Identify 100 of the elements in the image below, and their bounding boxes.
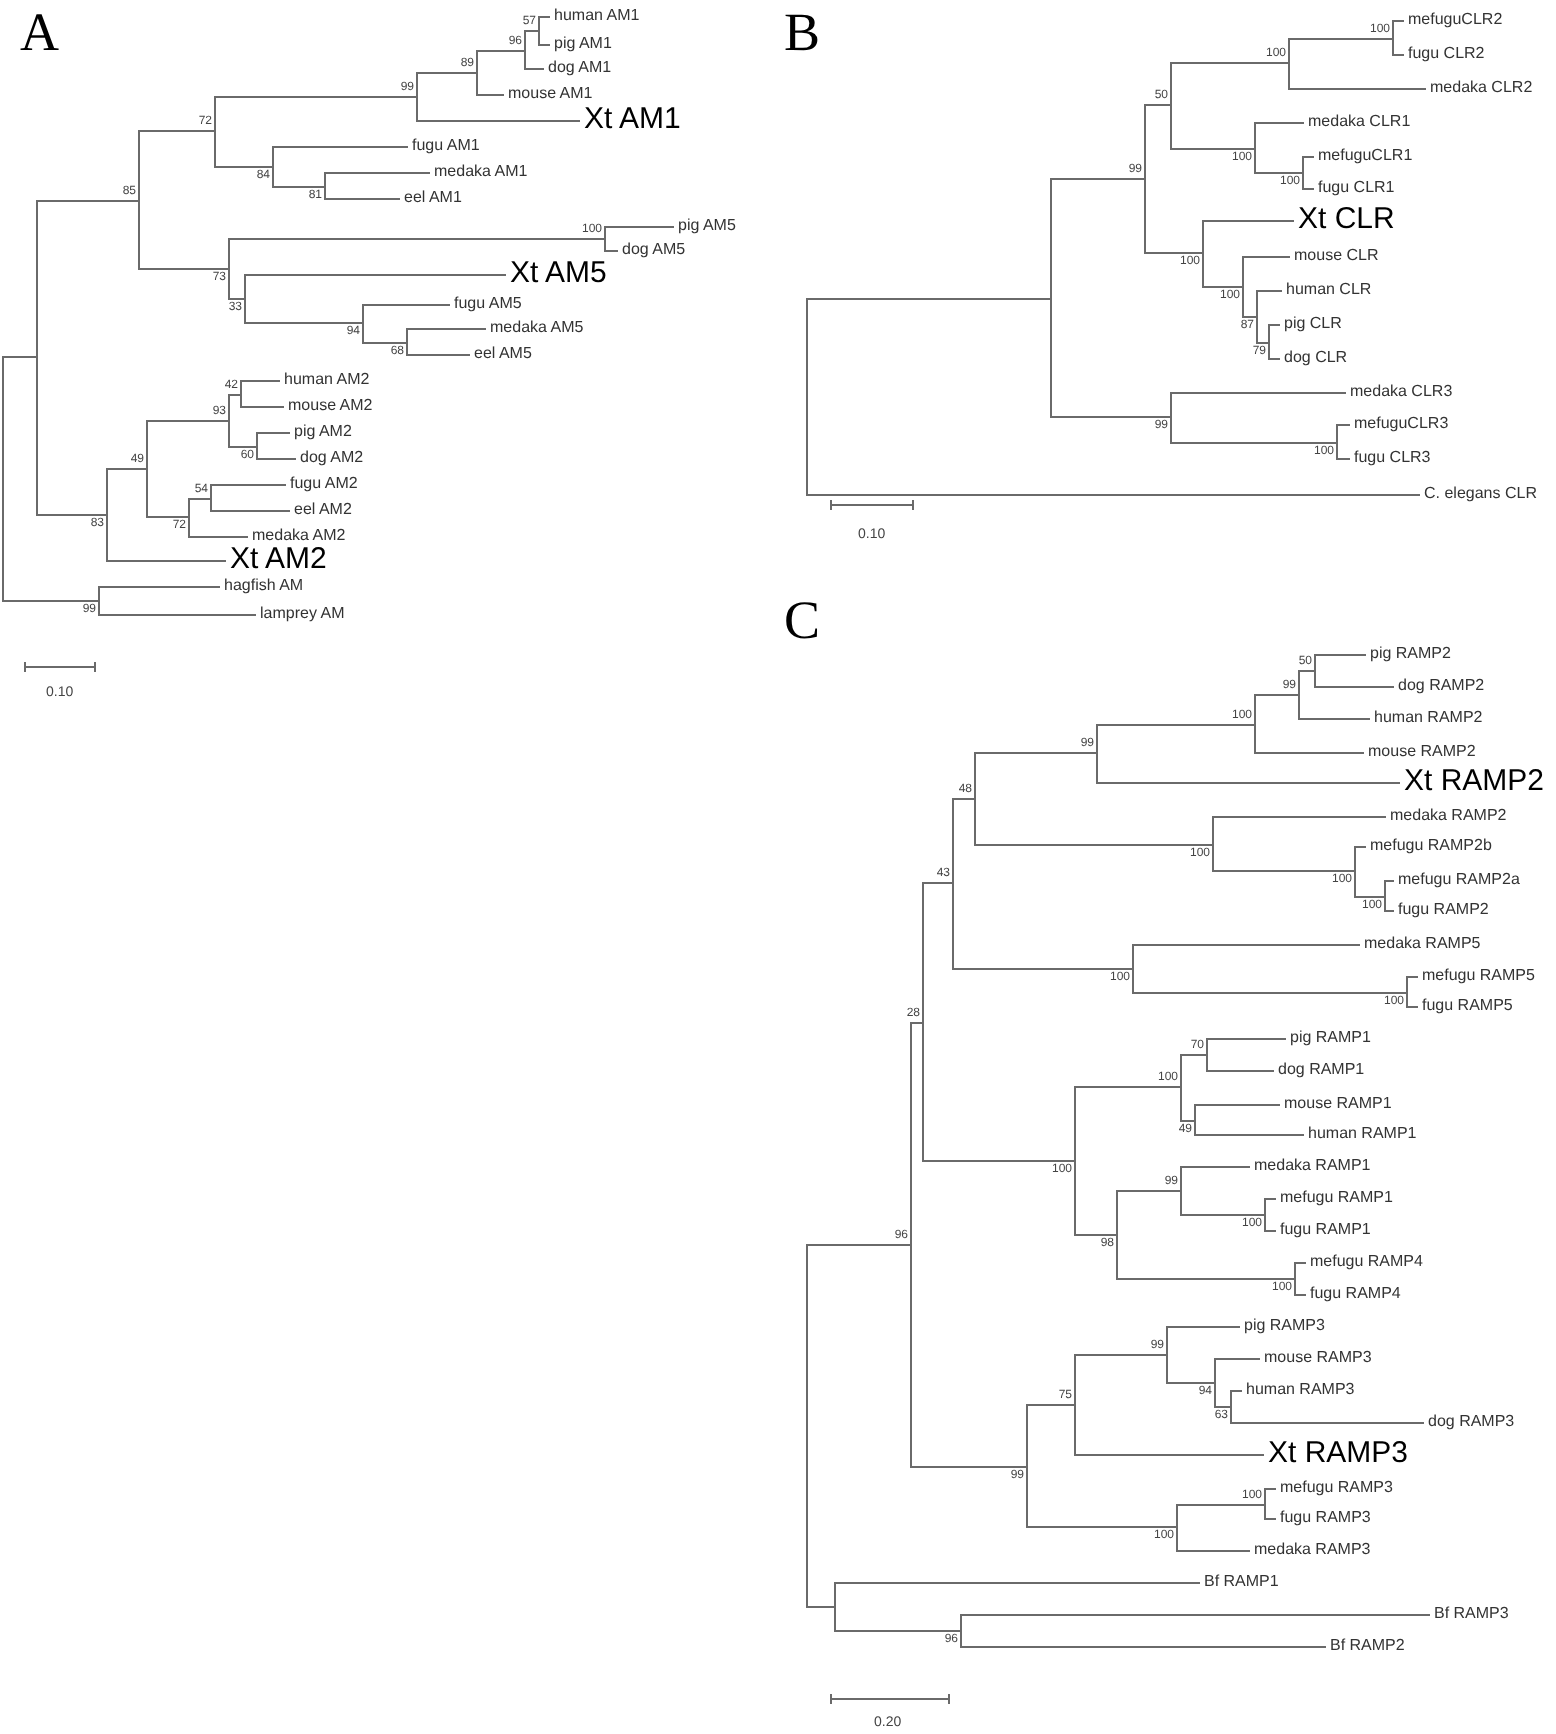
branch-line [363,342,407,344]
branch-line [211,484,287,486]
branch-split-line [1074,1086,1076,1236]
branch-line [1385,880,1395,882]
branch-line [1407,976,1419,978]
branch-split-line [1194,1104,1196,1136]
branch-line [835,1582,1201,1584]
taxon-label: Xt RAMP2 [1400,766,1545,798]
branch-line [1295,1262,1307,1264]
branch-line [1075,1354,1167,1356]
branch-line [605,226,675,228]
branch-line [1289,38,1393,40]
branch-line [3,356,37,358]
branch-line [257,432,291,434]
branch-line [147,420,229,422]
taxon-label: fugu AM5 [450,294,522,314]
taxon-label: fugu RAMP5 [1418,996,1513,1016]
branch-line [1255,752,1365,754]
branch-line [1177,1550,1251,1552]
panel-letter: B [784,4,821,60]
branch-line [1393,54,1405,56]
branch-line [1231,1390,1243,1392]
taxon-label: human RAMP3 [1242,1380,1355,1400]
branch-line [1393,20,1405,22]
branch-split-line [2,356,4,602]
branch-line [273,146,409,148]
branch-split-line [1264,1198,1266,1232]
branch-line [807,494,1421,496]
branch-split-line [416,72,418,122]
branch-line [1181,1166,1251,1168]
branch-split-line [1176,1504,1178,1552]
branch-split-line [476,50,478,96]
branch-line [417,72,477,74]
branch-split-line [806,1244,808,1608]
taxon-label: human RAMP1 [1304,1124,1417,1144]
branch-line [1075,1454,1265,1456]
branch-line [229,298,245,300]
taxon-label: pig AM1 [550,34,612,54]
branch-split-line [1288,38,1290,90]
taxon-label: mouse AM2 [284,396,373,416]
branch-split-line [1132,944,1134,994]
branch-split-line [1074,1354,1076,1456]
branch-line [1215,1406,1231,1408]
branch-line [477,50,525,52]
taxon-label: mouse RAMP3 [1260,1348,1372,1368]
branch-split-line [1212,816,1214,872]
taxon-label: Xt AM5 [506,258,607,290]
branch-line [407,354,471,356]
branch-line [241,380,281,382]
branch-split-line [834,1582,836,1632]
branch-line [911,1466,1027,1468]
taxon-label: Bf RAMP3 [1430,1604,1509,1624]
taxon-label: fugu RAMP3 [1276,1508,1371,1528]
branch-line [1097,724,1255,726]
branch-line [245,274,507,276]
branch-split-line [1026,1404,1028,1528]
taxon-label: mefugu RAMP4 [1306,1252,1423,1272]
taxon-label: mefuguCLR2 [1404,10,1503,30]
branch-line [1289,88,1427,90]
taxon-label: medaka CLR3 [1346,382,1453,402]
branch-split-line [538,16,540,46]
branch-split-line [228,238,230,300]
branch-line [1265,1230,1277,1232]
taxon-label: fugu AM1 [408,136,480,156]
branch-line [37,200,139,202]
taxon-label: Bf RAMP2 [1326,1636,1405,1656]
taxon-label: fugu RAMP1 [1276,1220,1371,1240]
branch-line [1269,358,1281,360]
branch-split-line [1116,1190,1118,1280]
branch-split-line [138,130,140,270]
branch-line [1215,1358,1261,1360]
taxon-label: mouse AM1 [504,84,593,104]
branch-split-line [1268,324,1270,360]
taxon-label: medaka RAMP2 [1386,806,1507,826]
branch-line [1171,442,1337,444]
branch-line [1231,1422,1425,1424]
branch-line [1303,156,1315,158]
branch-line [1337,424,1351,426]
taxon-label: fugu AM2 [286,474,358,494]
branch-line [407,328,487,330]
branch-line [1051,416,1171,418]
branch-line [245,322,363,324]
branch-line [1051,178,1145,180]
taxon-label: dog AM2 [296,448,364,468]
branch-split-line [1144,104,1146,254]
branch-line [1303,188,1315,190]
branch-line [1181,1214,1265,1216]
branch-line [1027,1404,1075,1406]
branch-split-line [256,432,258,460]
taxon-label: Xt RAMP3 [1264,1438,1409,1470]
branch-line [1315,654,1367,656]
taxon-label: Xt AM1 [580,104,681,136]
branch-line [1257,342,1269,344]
branch-line [211,510,291,512]
branch-line [99,614,257,616]
branch-split-line [1096,724,1098,784]
branch-line [107,468,147,470]
branch-line [1385,910,1395,912]
branch-line [1295,1294,1307,1296]
branch-line [417,120,581,122]
